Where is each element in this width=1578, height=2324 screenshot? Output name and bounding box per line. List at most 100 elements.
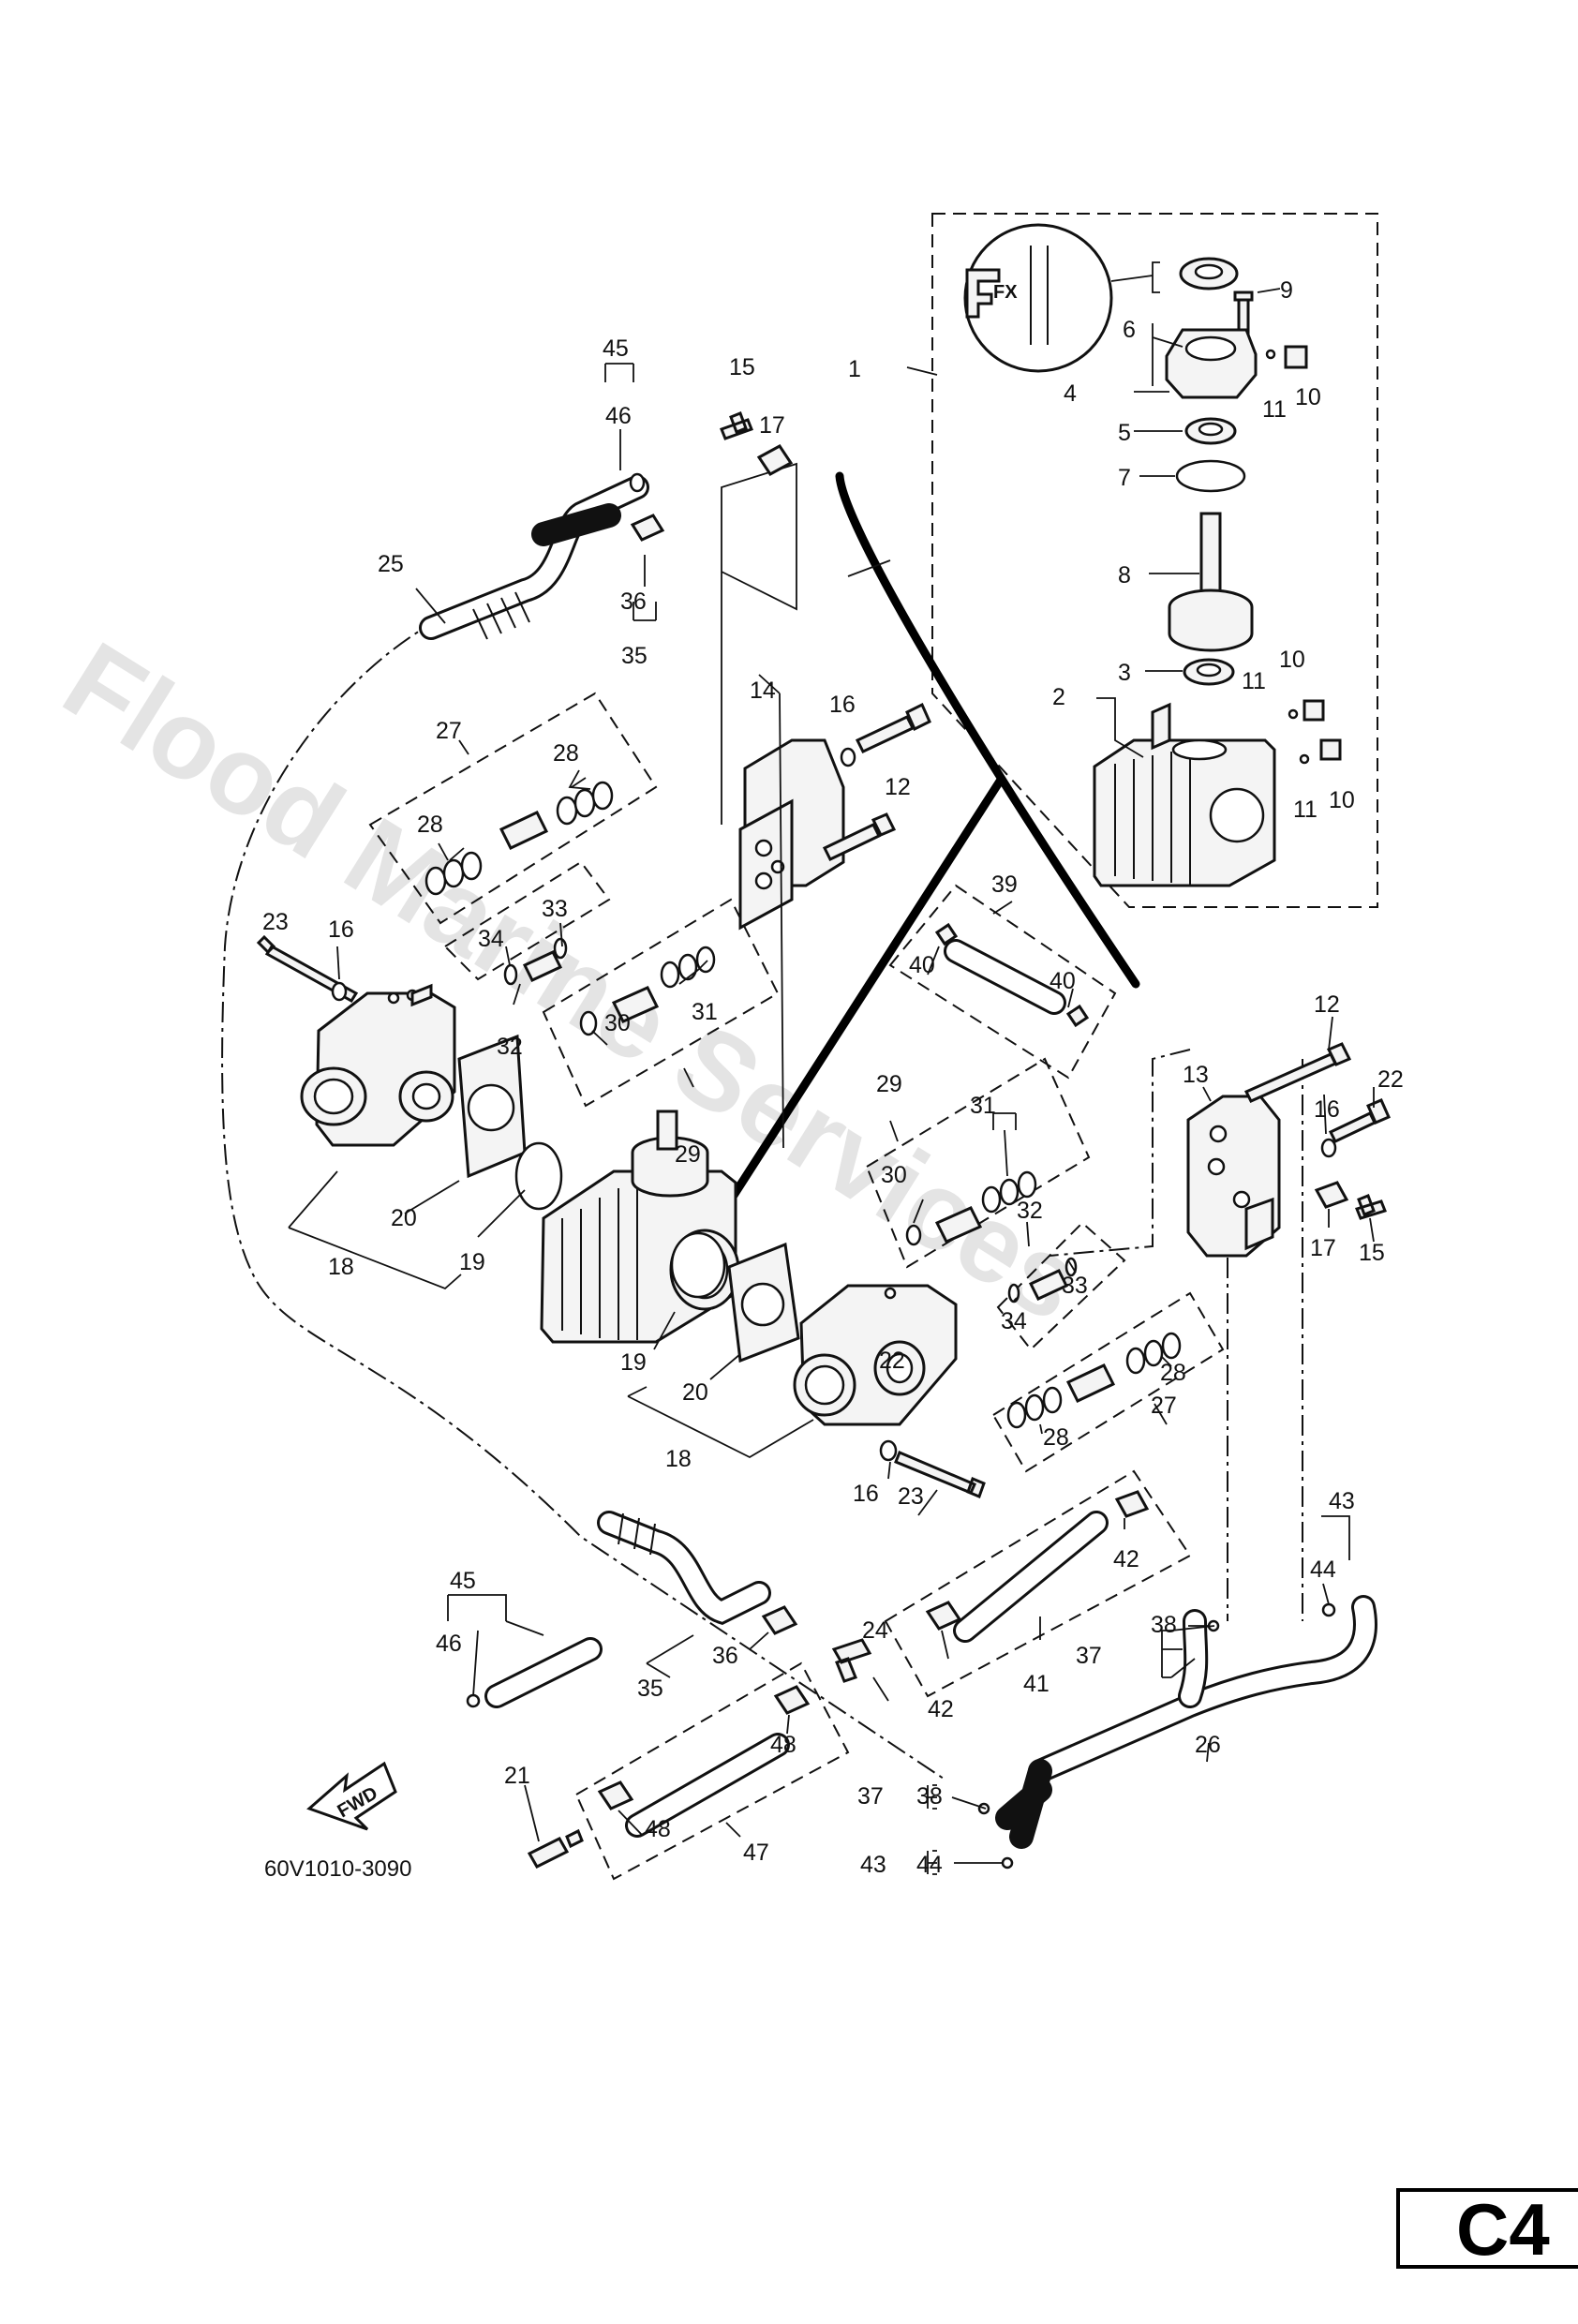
callout-label: 1 bbox=[848, 356, 861, 382]
callout-label: 9 bbox=[1280, 277, 1293, 304]
cylinder-block-center bbox=[540, 1110, 740, 1344]
group-32-right-box bbox=[996, 1221, 1126, 1351]
group-27-right-box bbox=[991, 1291, 1225, 1473]
callout-label: 2 bbox=[1052, 684, 1065, 710]
shaft-part bbox=[1199, 512, 1222, 600]
callout-label: 10 bbox=[1279, 647, 1305, 673]
callout-label: 12 bbox=[885, 774, 911, 800]
callout-label: 27 bbox=[1151, 1393, 1177, 1419]
callout-label: 29 bbox=[876, 1071, 902, 1097]
group-47-box bbox=[574, 1661, 850, 1881]
callout-label: 16 bbox=[853, 1481, 879, 1507]
callout-label: 40 bbox=[1050, 968, 1076, 994]
group-27-box bbox=[368, 692, 658, 925]
group-29-box bbox=[542, 898, 780, 1108]
callout-label: 16 bbox=[328, 916, 354, 943]
callout-label: 10 bbox=[1295, 384, 1321, 410]
callout-label: 39 bbox=[991, 872, 1018, 898]
callout-label: 4 bbox=[1064, 380, 1077, 407]
bolt-23-left bbox=[256, 934, 359, 1004]
o-ring-19-left bbox=[514, 1141, 563, 1211]
callout-label: 35 bbox=[621, 643, 648, 669]
callout-label: 48 bbox=[645, 1816, 671, 1842]
fx-stamp-icon bbox=[965, 268, 1001, 319]
callout-label: 37 bbox=[857, 1783, 884, 1810]
group-39-box bbox=[888, 884, 1117, 1080]
callout-label: 31 bbox=[970, 1093, 996, 1119]
callout-label: 45 bbox=[450, 1568, 476, 1594]
clamp-48-upper bbox=[773, 1685, 811, 1715]
callout-label: 15 bbox=[1359, 1240, 1385, 1266]
clamp-42-lower bbox=[925, 1601, 962, 1631]
callout-label: 32 bbox=[1017, 1198, 1043, 1224]
callout-label: 44 bbox=[916, 1852, 943, 1878]
callout-label: 43 bbox=[1329, 1488, 1355, 1514]
callout-label: 27 bbox=[436, 718, 462, 744]
group-32-box bbox=[443, 860, 611, 981]
bolt-12-upper bbox=[822, 812, 897, 861]
callout-label: 11 bbox=[1293, 797, 1317, 823]
callout-label: 3 bbox=[1118, 660, 1131, 686]
mount-bracket-upper bbox=[721, 462, 845, 931]
bolt-22-right bbox=[1328, 1098, 1391, 1143]
o-ring-set-upper bbox=[424, 781, 716, 1036]
callout-label: 10 bbox=[1329, 787, 1355, 813]
callout-label: 17 bbox=[759, 412, 785, 439]
callout-label: 38 bbox=[916, 1783, 943, 1810]
callout-label: 13 bbox=[1183, 1062, 1209, 1088]
callout-label: 26 bbox=[1195, 1732, 1221, 1758]
callout-label: 45 bbox=[603, 335, 629, 362]
callout-label: 16 bbox=[829, 692, 856, 718]
callout-label: 11 bbox=[1262, 396, 1287, 423]
callout-label: 42 bbox=[1113, 1546, 1139, 1572]
hose-upper-part bbox=[419, 475, 649, 640]
callout-label: 11 bbox=[1242, 668, 1266, 694]
callout-label: 6 bbox=[1123, 317, 1136, 343]
callout-label: 23 bbox=[262, 909, 289, 935]
callout-label: 34 bbox=[1001, 1308, 1027, 1334]
callout-label: 20 bbox=[682, 1379, 708, 1406]
clip-17-right bbox=[1314, 1181, 1349, 1209]
callout-label: 28 bbox=[1160, 1360, 1186, 1386]
fitting-21-part bbox=[527, 1828, 584, 1869]
section-divider-line bbox=[835, 471, 1140, 989]
callout-label: 22 bbox=[1377, 1066, 1404, 1093]
callout-label: 31 bbox=[692, 999, 718, 1025]
bolt-23-right bbox=[894, 1451, 986, 1498]
joint-24-part bbox=[831, 1638, 872, 1683]
bolt-22-upper bbox=[855, 702, 931, 753]
clip-17-upper bbox=[756, 444, 794, 476]
callout-label: 25 bbox=[378, 551, 404, 577]
callout-label: 30 bbox=[604, 1010, 631, 1036]
callout-label: 43 bbox=[860, 1852, 886, 1878]
throttle-body-right bbox=[793, 1284, 958, 1426]
callout-label: 24 bbox=[862, 1617, 888, 1644]
callout-label: 18 bbox=[328, 1254, 354, 1280]
callout-label: 36 bbox=[712, 1643, 738, 1669]
callout-label: 20 bbox=[391, 1205, 417, 1231]
callout-label: 46 bbox=[605, 403, 632, 429]
callout-label: 7 bbox=[1118, 465, 1131, 491]
callout-label: 23 bbox=[898, 1483, 924, 1510]
callout-label: 28 bbox=[553, 740, 579, 767]
callout-label: 41 bbox=[1023, 1671, 1050, 1697]
bolt-12-right bbox=[1243, 1042, 1352, 1103]
cylinder-block-part bbox=[1093, 738, 1276, 887]
clamp-48-lower bbox=[597, 1780, 634, 1810]
callout-label: 35 bbox=[637, 1676, 663, 1702]
callout-label: 33 bbox=[542, 896, 568, 922]
callout-label: 32 bbox=[497, 1034, 523, 1060]
o-ring-part bbox=[1175, 459, 1246, 493]
o-ring-19-center bbox=[670, 1231, 726, 1299]
callout-label: 33 bbox=[1062, 1273, 1088, 1299]
callout-label: 37 bbox=[1076, 1643, 1102, 1669]
callout-labels: 1 2 3 4 5 6 7 8 9 10 10 10 11 11 11 12 1… bbox=[262, 277, 1404, 1878]
callout-label: 19 bbox=[620, 1349, 647, 1376]
callout-label: 8 bbox=[1118, 562, 1131, 588]
drawing-code: 60V1010-3090 bbox=[264, 1856, 411, 1882]
clamp-36-upper bbox=[630, 514, 665, 542]
callout-label: 12 bbox=[1314, 991, 1340, 1018]
callout-label: 47 bbox=[743, 1840, 769, 1866]
detail-box: FX bbox=[906, 213, 1378, 908]
callout-label: 42 bbox=[928, 1696, 954, 1722]
